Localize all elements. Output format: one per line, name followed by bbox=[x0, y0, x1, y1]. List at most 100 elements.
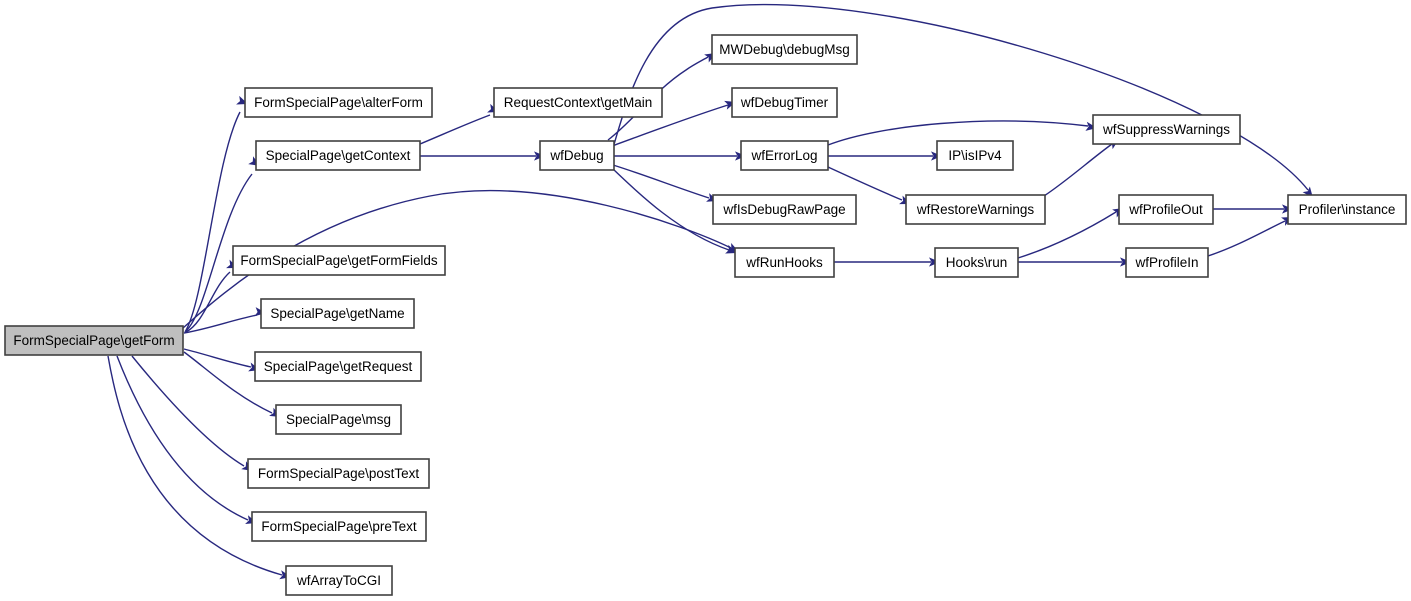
edge-wfProfileOut-to-instance bbox=[1213, 204, 1293, 214]
node-label: wfProfileIn bbox=[1134, 255, 1198, 270]
node-label: wfRunHooks bbox=[745, 255, 823, 270]
edge-wfDebug-to-wfRunHooks bbox=[611, 167, 737, 254]
edge-wfDebug-to-wfIsDebugRawPage bbox=[612, 164, 718, 202]
edge-path bbox=[419, 114, 491, 145]
node-label: wfSuppressWarnings bbox=[1102, 122, 1230, 137]
edge-wfErrorLog-to-isIPv4 bbox=[828, 151, 942, 161]
edge-path bbox=[116, 355, 249, 521]
edge-path bbox=[1017, 211, 1117, 259]
node-box[interactable] bbox=[1118, 194, 1214, 225]
node-label: wfIsDebugRawPage bbox=[722, 202, 845, 217]
node-getMain[interactable]: RequestContext\getMain bbox=[493, 87, 663, 118]
edge-layer bbox=[107, 4, 1313, 580]
edge-path bbox=[182, 189, 732, 329]
node-label: wfArrayToCGI bbox=[296, 573, 381, 588]
node-box[interactable] bbox=[905, 194, 1046, 225]
node-box[interactable] bbox=[285, 565, 393, 596]
node-box[interactable] bbox=[275, 404, 402, 435]
node-label: RequestContext\getMain bbox=[504, 95, 653, 110]
node-getContext[interactable]: SpecialPage\getContext bbox=[255, 140, 421, 171]
node-label: Hooks\run bbox=[946, 255, 1008, 270]
node-getForm[interactable]: FormSpecialPage\getForm bbox=[4, 325, 184, 356]
edge-hooksRun-to-wfProfileIn bbox=[1018, 257, 1131, 267]
node-label: IP\isIPv4 bbox=[948, 148, 1002, 163]
node-box[interactable] bbox=[255, 140, 421, 171]
node-label: wfDebugTimer bbox=[740, 95, 829, 110]
node-debugMsg[interactable]: MWDebug\debugMsg bbox=[711, 34, 858, 65]
node-isIPv4[interactable]: IP\isIPv4 bbox=[936, 140, 1014, 171]
node-getRequest[interactable]: SpecialPage\getRequest bbox=[254, 351, 422, 382]
node-label: Profiler\instance bbox=[1299, 202, 1396, 217]
node-box[interactable] bbox=[936, 140, 1014, 171]
node-label: wfProfileOut bbox=[1128, 202, 1203, 217]
node-wfDebug[interactable]: wfDebug bbox=[539, 140, 615, 171]
edge-getContext-to-wfDebug bbox=[420, 151, 545, 161]
edge-getForm-to-alterForm bbox=[184, 95, 248, 333]
edge-path bbox=[183, 314, 258, 334]
node-label: FormSpecialPage\preText bbox=[261, 519, 417, 534]
node-preText[interactable]: FormSpecialPage\preText bbox=[251, 511, 427, 542]
node-wfRestoreWarnings[interactable]: wfRestoreWarnings bbox=[905, 194, 1046, 225]
edge-path bbox=[1043, 143, 1113, 197]
node-wfRunHooks[interactable]: wfRunHooks bbox=[734, 247, 835, 278]
node-box[interactable] bbox=[4, 325, 184, 356]
node-getFormFields[interactable]: FormSpecialPage\getFormFields bbox=[232, 245, 446, 276]
edge-path bbox=[185, 173, 253, 332]
node-box[interactable] bbox=[493, 87, 663, 118]
node-box[interactable] bbox=[1092, 114, 1241, 145]
edge-path bbox=[607, 56, 709, 141]
node-box[interactable] bbox=[244, 87, 433, 118]
node-label: MWDebug\debugMsg bbox=[719, 42, 850, 57]
node-label: SpecialPage\getContext bbox=[266, 148, 411, 163]
node-label: wfErrorLog bbox=[750, 148, 817, 163]
edge-path bbox=[1207, 220, 1286, 257]
node-box[interactable] bbox=[1287, 194, 1407, 225]
node-msg[interactable]: SpecialPage\msg bbox=[275, 404, 402, 435]
node-box[interactable] bbox=[712, 194, 857, 225]
node-wfDebugTimer[interactable]: wfDebugTimer bbox=[731, 87, 838, 118]
node-wfProfileOut[interactable]: wfProfileOut bbox=[1118, 194, 1214, 225]
node-wfIsDebugRawPage[interactable]: wfIsDebugRawPage bbox=[712, 194, 857, 225]
edge-path bbox=[184, 111, 241, 333]
node-box[interactable] bbox=[539, 140, 615, 171]
node-wfProfileIn[interactable]: wfProfileIn bbox=[1125, 247, 1209, 278]
edge-path bbox=[183, 351, 273, 414]
edge-wfRunHooks-to-hooksRun bbox=[834, 257, 940, 267]
node-label: FormSpecialPage\alterForm bbox=[254, 95, 423, 110]
node-instance[interactable]: Profiler\instance bbox=[1287, 194, 1407, 225]
edge-path bbox=[611, 104, 729, 147]
edge-getForm-to-postText bbox=[131, 355, 253, 471]
node-postText[interactable]: FormSpecialPage\postText bbox=[247, 458, 430, 489]
node-label: SpecialPage\getName bbox=[270, 306, 404, 321]
node-alterForm[interactable]: FormSpecialPage\alterForm bbox=[244, 87, 433, 118]
edge-wfDebug-to-instance bbox=[612, 4, 1313, 198]
node-box[interactable] bbox=[251, 511, 427, 542]
node-box[interactable] bbox=[232, 245, 446, 276]
node-label: wfDebug bbox=[549, 148, 603, 163]
node-box[interactable] bbox=[254, 351, 422, 382]
node-box[interactable] bbox=[247, 458, 430, 489]
node-wfErrorLog[interactable]: wfErrorLog bbox=[740, 140, 829, 171]
edge-getForm-to-getName bbox=[183, 307, 266, 334]
node-getName[interactable]: SpecialPage\getName bbox=[260, 298, 415, 329]
node-box[interactable] bbox=[731, 87, 838, 118]
edge-wfDebug-to-wfErrorLog bbox=[614, 151, 746, 161]
node-wfArrayToCGI[interactable]: wfArrayToCGI bbox=[285, 565, 393, 596]
node-hooksRun[interactable]: Hooks\run bbox=[934, 247, 1019, 278]
edge-getForm-to-preText bbox=[116, 355, 257, 524]
node-box[interactable] bbox=[711, 34, 858, 65]
node-label: SpecialPage\getRequest bbox=[264, 359, 413, 374]
node-box[interactable] bbox=[740, 140, 829, 171]
node-layer: FormSpecialPage\getForm FormSpecialPage\a… bbox=[4, 34, 1407, 596]
node-wfSuppressWarnings[interactable]: wfSuppressWarnings bbox=[1092, 114, 1241, 145]
edge-wfProfileIn-to-instance bbox=[1207, 217, 1293, 257]
node-box[interactable] bbox=[734, 247, 835, 278]
node-box[interactable] bbox=[1125, 247, 1209, 278]
node-box[interactable] bbox=[934, 247, 1019, 278]
node-box[interactable] bbox=[260, 298, 415, 329]
node-label: FormSpecialPage\postText bbox=[258, 466, 420, 481]
arrowhead-icon bbox=[725, 244, 737, 254]
edge-path bbox=[183, 348, 252, 368]
